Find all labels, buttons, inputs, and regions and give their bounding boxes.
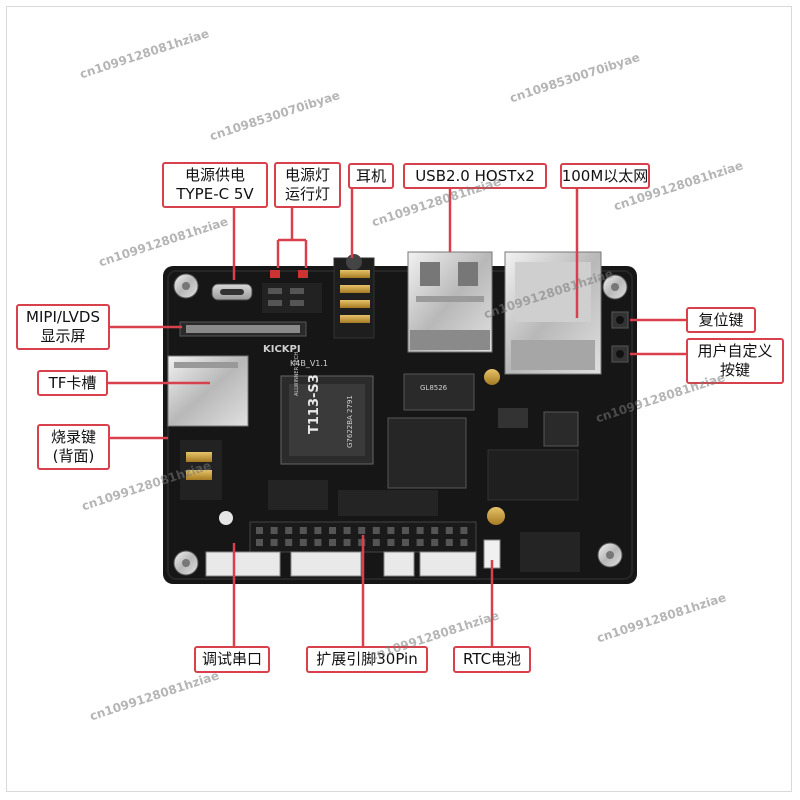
header-pin bbox=[285, 527, 293, 534]
eth-chip-label: GL8526 bbox=[420, 384, 448, 392]
header-pin bbox=[314, 539, 322, 546]
header-pin bbox=[270, 539, 278, 546]
board-brand: KICKPI bbox=[263, 344, 301, 355]
label-user-key: 用户自定义 按键 bbox=[686, 338, 784, 384]
board-model: K4B_V1.1 bbox=[290, 359, 328, 368]
label-rtc-battery: RTC电池 bbox=[453, 646, 531, 673]
header-pin bbox=[445, 527, 453, 534]
header-pin bbox=[387, 539, 395, 546]
callout-lines bbox=[108, 188, 686, 648]
header-pin bbox=[270, 527, 278, 534]
label-reset: 复位键 bbox=[686, 307, 756, 333]
soc-code: G7622BA 2791 bbox=[346, 395, 354, 448]
header-pin bbox=[358, 539, 366, 546]
header-pin bbox=[387, 527, 395, 534]
mipi-connector bbox=[179, 321, 307, 337]
header-pin bbox=[256, 527, 263, 534]
label-tf-card: TF卡槽 bbox=[37, 370, 108, 396]
label-headphone: 耳机 bbox=[348, 163, 394, 189]
label-ethernet: 100M以太网 bbox=[560, 163, 650, 189]
image-frame bbox=[6, 6, 792, 792]
header-pin bbox=[343, 527, 351, 534]
mounting-holes bbox=[173, 273, 628, 576]
header-pin bbox=[329, 539, 336, 546]
header-pin bbox=[299, 527, 307, 534]
header-pin bbox=[416, 539, 424, 546]
ethernet-jack bbox=[504, 251, 602, 375]
header-pin bbox=[460, 539, 468, 546]
right-buttons bbox=[611, 311, 629, 363]
tf-card-slot bbox=[167, 355, 249, 427]
header-pin bbox=[431, 539, 439, 546]
header-pin bbox=[343, 539, 351, 546]
bottom-connectors bbox=[205, 539, 501, 577]
memory-chip bbox=[387, 417, 467, 489]
soc-label: T113-S3 bbox=[307, 374, 322, 434]
power-leds bbox=[262, 270, 322, 313]
label-debug-uart: 调试串口 bbox=[194, 646, 270, 673]
header-pin bbox=[329, 527, 336, 534]
eth-chip bbox=[403, 373, 475, 411]
header-pin bbox=[460, 527, 468, 534]
header-pin bbox=[372, 527, 380, 534]
header-pin bbox=[431, 527, 439, 534]
header-pin bbox=[358, 527, 366, 534]
soc-brand: ALLWINNER TECH bbox=[294, 352, 300, 396]
header-pin bbox=[285, 539, 293, 546]
header-pin bbox=[416, 527, 424, 534]
header-pin bbox=[256, 539, 263, 546]
label-usb: USB2.0 HOSTx2 bbox=[403, 163, 547, 189]
header-pin bbox=[445, 539, 453, 546]
label-power-led: 电源灯 运行灯 bbox=[274, 162, 341, 208]
usb-a-stack bbox=[407, 251, 493, 353]
label-burn-key: 烧录键 (背面) bbox=[37, 424, 110, 470]
pin-grid bbox=[256, 527, 468, 546]
usb-c-connector bbox=[211, 283, 253, 301]
label-mipi-lvds: MIPI/LVDS 显示屏 bbox=[16, 304, 110, 350]
header-pin bbox=[372, 539, 380, 546]
audio-jack bbox=[333, 254, 375, 339]
header-pin bbox=[314, 527, 322, 534]
soc-chip bbox=[280, 375, 374, 465]
header-pin bbox=[402, 527, 409, 534]
label-power-supply: 电源供电 TYPE-C 5V bbox=[162, 162, 268, 208]
header-pin bbox=[299, 539, 307, 546]
label-expansion: 扩展引脚30Pin bbox=[306, 646, 428, 673]
burn-key-area bbox=[180, 440, 233, 525]
header-pin bbox=[402, 539, 409, 546]
